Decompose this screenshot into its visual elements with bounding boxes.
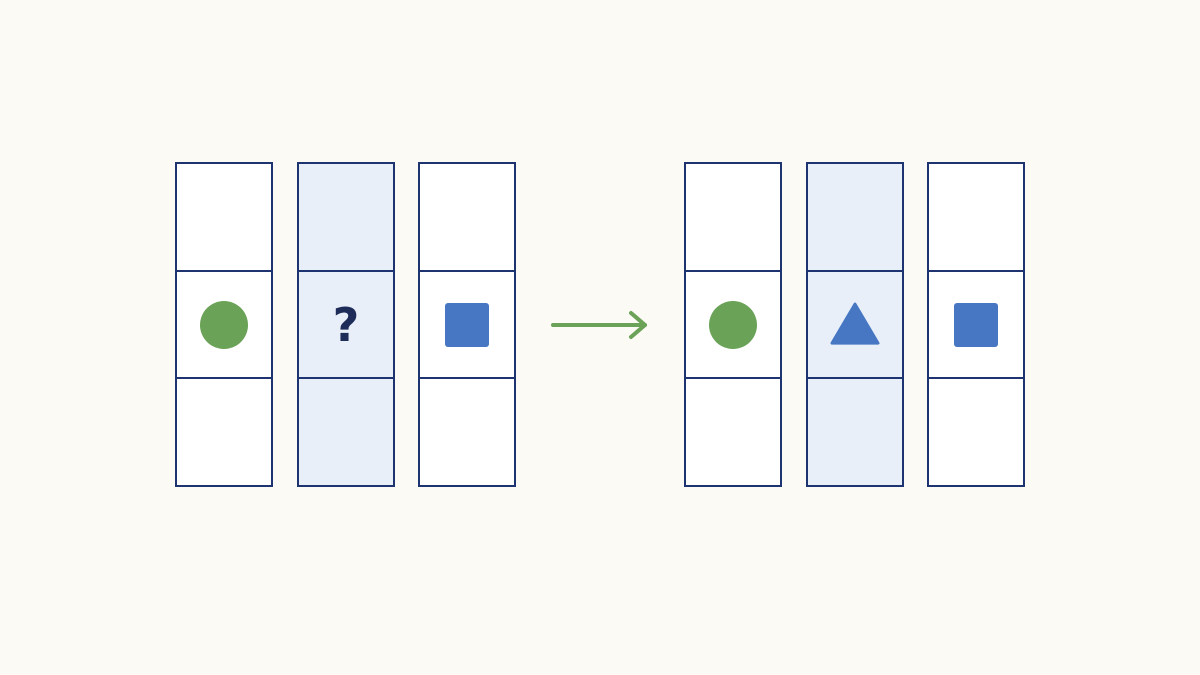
right-col1-top-cell: [686, 164, 780, 270]
right-column-1: [684, 162, 782, 487]
right-col2-middle-cell: [808, 270, 902, 379]
question-mark: ?: [332, 297, 360, 352]
right-col2-top-cell: [808, 164, 902, 270]
left-col1-bottom-cell: [177, 379, 271, 485]
right-column-2-highlighted: [806, 162, 904, 487]
right-col3-middle-cell: [929, 270, 1023, 379]
right-col2-bottom-cell: [808, 379, 902, 485]
right-col1-middle-cell: [686, 270, 780, 379]
right-col3-bottom-cell: [929, 379, 1023, 485]
left-col3-bottom-cell: [420, 379, 514, 485]
left-column-2-highlighted: ?: [297, 162, 395, 487]
right-col1-bottom-cell: [686, 379, 780, 485]
arrow-right-icon: [551, 311, 647, 339]
left-column-1: [175, 162, 273, 487]
right-col3-top-cell: [929, 164, 1023, 270]
left-col3-middle-cell: [420, 270, 514, 379]
left-col3-top-cell: [420, 164, 514, 270]
left-col1-middle-cell: [177, 270, 271, 379]
left-col2-top-cell: [299, 164, 393, 270]
right-column-3: [927, 162, 1025, 487]
left-col1-top-cell: [177, 164, 271, 270]
blue-square-icon: [445, 302, 489, 347]
blue-triangle-icon: [830, 302, 880, 345]
left-column-3: [418, 162, 516, 487]
green-circle-icon: [200, 300, 248, 349]
green-circle-icon: [709, 300, 757, 349]
left-col2-bottom-cell: [299, 379, 393, 485]
left-col2-middle-cell: ?: [299, 270, 393, 379]
blue-square-icon: [954, 302, 998, 347]
